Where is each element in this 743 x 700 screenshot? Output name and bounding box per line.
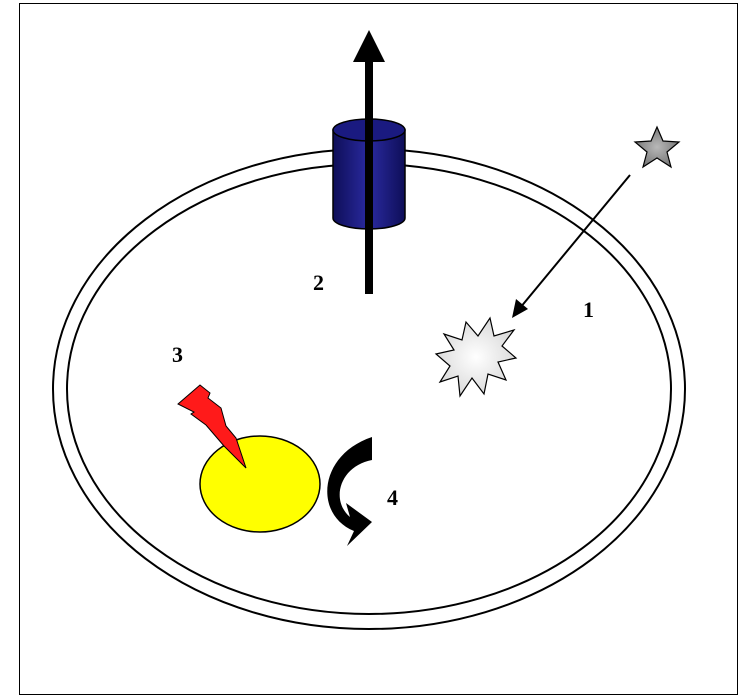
- label-3: 3: [172, 342, 183, 367]
- label-2: 2: [313, 270, 324, 295]
- star-icon: [635, 127, 679, 167]
- burst-icon: [436, 318, 516, 396]
- label-4: 4: [387, 485, 398, 510]
- ligand-arrow: [512, 175, 630, 318]
- label-1: 1: [583, 297, 594, 322]
- nucleus: [200, 436, 320, 532]
- curved-arrow-icon: [327, 437, 372, 546]
